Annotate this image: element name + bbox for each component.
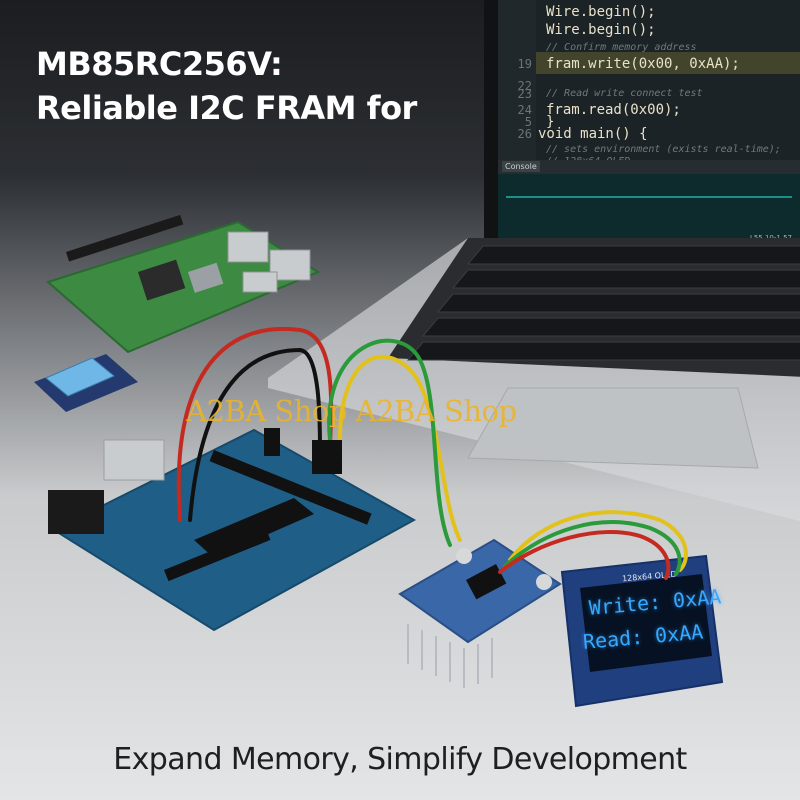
- power-jack: [48, 490, 104, 534]
- console-divider: [506, 196, 792, 198]
- fram-chip: [466, 564, 507, 600]
- green-wire: [327, 338, 452, 547]
- red-oled-wire: [498, 530, 671, 580]
- line-number-gutter: [498, 0, 536, 160]
- dht-sensor-module: [34, 354, 138, 412]
- yellow-oled-wire: [508, 510, 688, 572]
- yellow-wire: [338, 354, 462, 542]
- green-oled-wire: [503, 520, 682, 576]
- oled-screen: [580, 574, 712, 672]
- trackpad: [467, 387, 759, 469]
- raspberry-pi-board: [46, 214, 321, 354]
- headline: MB85RC256V: Reliable I2C FRAM for: [36, 42, 506, 130]
- console-tab-bar: Console: [498, 160, 800, 174]
- arduino-board: [48, 428, 417, 632]
- console-tab[interactable]: Console: [502, 161, 540, 172]
- headline-line-1: MB85RC256V:: [36, 45, 283, 83]
- laptop-keyboard: [268, 238, 800, 521]
- usb-port: [103, 439, 165, 481]
- highlighted-line: [536, 52, 800, 74]
- keyboard-keys: [406, 245, 800, 361]
- headline-line-2: Reliable I2C FRAM for: [36, 89, 417, 127]
- fram-breakout-board: [398, 538, 562, 688]
- oled-module: [560, 554, 724, 708]
- laptop-screen: Wire.begin(); Wire.begin(); // Confirm m…: [498, 0, 800, 248]
- wire-connectors: [264, 428, 342, 474]
- console-panel: L55 10-1 57: [498, 174, 800, 248]
- microcontroller-chip: [194, 498, 314, 558]
- watermark: A2BA Shop A2BA Shop: [186, 394, 517, 428]
- tagline: Expand Memory, Simplify Development: [113, 742, 687, 777]
- black-wire: [188, 347, 322, 522]
